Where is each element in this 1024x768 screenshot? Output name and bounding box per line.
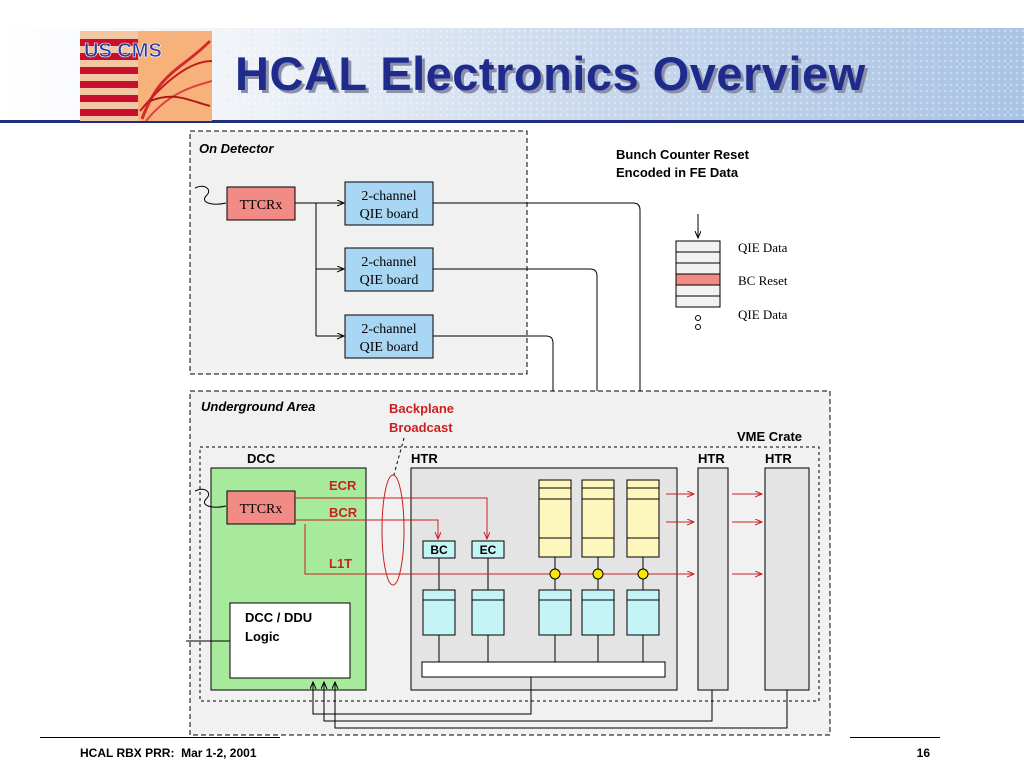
ec-label: EC [480, 543, 497, 557]
bc-label: BC [430, 543, 448, 557]
input-fifo-1 [538, 479, 572, 558]
qie-board-3: 2-channel QIE board [344, 314, 434, 359]
htr-main-label: HTR [411, 451, 438, 466]
bunch-reset-line2: Encoded in FE Data [616, 165, 739, 180]
logo-text: US CMS [84, 40, 162, 62]
ttcrx-detector-label: TTCRx [240, 198, 283, 213]
legend-qie-data-1: QIE Data [738, 240, 788, 255]
dcc-label: DCC [247, 451, 276, 466]
qie-board-1-line2: QIE board [360, 207, 419, 222]
us-cms-logo: US CMS [80, 31, 212, 121]
footer-text: HCAL RBX PRR: Mar 1-2, 2001 [80, 746, 257, 760]
backplane-line2: Broadcast [389, 420, 453, 435]
htr-output-bus [421, 661, 666, 678]
dcc-return-lines [313, 677, 788, 729]
htr-3-label: HTR [765, 451, 792, 466]
qie-board-2-line2: QIE board [360, 273, 419, 288]
htr-board-3 [764, 467, 810, 691]
qie-board-2-line1: 2-channel [361, 255, 416, 270]
ecr-label: ECR [329, 478, 357, 493]
on-detector-label: On Detector [199, 141, 274, 156]
qie-board-1: 2-channel QIE board [344, 181, 434, 226]
page-title: HCAL Electronics Overview [235, 47, 866, 100]
fiber-squiggle-top [194, 185, 227, 205]
l1t-label: L1T [329, 556, 352, 571]
l1t-junctions [549, 568, 649, 580]
qie-board-1-line1: 2-channel [361, 189, 416, 204]
dcc-logic-line1: DCC / DDU [245, 610, 312, 625]
htr-board-2 [697, 467, 729, 691]
ttcrx-detector [226, 186, 296, 221]
htr-2-label: HTR [698, 451, 725, 466]
input-fifo-3 [626, 479, 660, 558]
underground-label: Underground Area [201, 399, 315, 414]
vme-crate-label: VME Crate [737, 429, 802, 444]
footer-rule-left [40, 737, 280, 738]
buffer-chips [422, 589, 660, 636]
ttcrx-dcc-label: TTCRx [240, 502, 283, 517]
broadcast-signals [295, 494, 762, 574]
bunch-reset-line1: Bunch Counter Reset [616, 147, 750, 162]
backplane-ellipse [381, 474, 405, 586]
bcr-label: BCR [329, 505, 358, 520]
header-rule [0, 120, 1024, 123]
ttcrx-dcc [226, 490, 296, 525]
footer-rule-right [850, 737, 940, 738]
page-number: 16 [916, 746, 930, 760]
qie-board-2: 2-channel QIE board [344, 247, 434, 292]
legend-bc-reset: BC Reset [738, 273, 788, 288]
qie-data-fibers [433, 202, 640, 476]
backplane-pointer [392, 437, 405, 479]
qie-board-3-line1: 2-channel [361, 322, 416, 337]
ttcrx-to-qie-lines [295, 203, 344, 336]
vme-crate [199, 446, 820, 702]
dcc-logic [229, 602, 351, 679]
qie-board-3-line2: QIE board [360, 340, 419, 355]
legend-qie-data-2: QIE Data [738, 307, 788, 322]
dcc-logic-line2: Logic [245, 629, 280, 644]
flag-stripes [80, 39, 138, 116]
data-stream-legend [675, 214, 721, 330]
backplane-line1: Backplane [389, 401, 454, 416]
fiber-squiggle-bottom [194, 488, 227, 508]
input-fifo-2 [581, 479, 615, 558]
